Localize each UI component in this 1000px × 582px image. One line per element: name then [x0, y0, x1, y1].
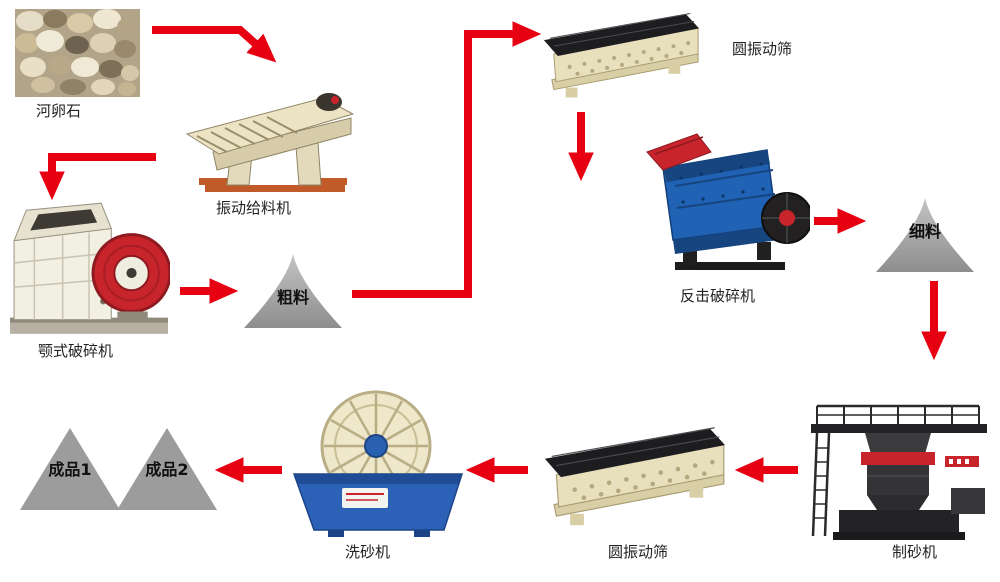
jaw-crusher [8, 198, 170, 338]
vibrating-screen-bottom-image [544, 427, 725, 526]
product2-image [117, 428, 217, 510]
sand-washer [288, 388, 468, 538]
product2-triangle [117, 428, 217, 510]
vibrating-screen-bottom [538, 422, 733, 531]
vibrating-feeder [183, 82, 363, 197]
product1-image [20, 428, 120, 510]
pebbles-image [15, 9, 140, 97]
label-product2: 成品2 [145, 460, 189, 479]
label-coarse: 粗料 [276, 288, 309, 307]
sand-maker-image [811, 404, 987, 540]
coarse-material-cone [240, 252, 346, 330]
vibrating-screen-top-image [543, 13, 700, 98]
coarse-cone-image [244, 254, 342, 328]
vibrating-screen-top [538, 8, 706, 103]
label-screen-bottom: 圆振动筛 [608, 543, 669, 561]
pebbles-photo [15, 8, 140, 98]
fine-cone-image [876, 198, 974, 272]
label-fine: 细料 [908, 222, 941, 241]
arrow-coarse-to-screen-top [352, 21, 542, 298]
sand-washer-image [292, 390, 464, 537]
label-sand-maker: 制砂机 [892, 543, 938, 561]
jaw-crusher-image [10, 202, 170, 334]
vibrating-feeder-image [185, 93, 355, 192]
impact-crusher-image [646, 133, 810, 270]
label-feeder: 振动给料机 [216, 199, 292, 217]
arrow-feeder-to-jaw-crusher [39, 153, 156, 201]
impact-crusher [645, 122, 810, 282]
sand-maker [803, 396, 993, 544]
label-pebbles: 河卵石 [36, 102, 82, 120]
arrow-pebbles-to-feeder [152, 26, 277, 63]
product1-triangle [20, 428, 120, 510]
label-jaw-crusher: 颚式破碎机 [38, 342, 114, 360]
label-impact-crusher: 反击破碎机 [680, 287, 756, 305]
label-screen-top: 圆振动筛 [732, 40, 793, 58]
label-sand-washer: 洗砂机 [345, 543, 391, 561]
label-product1: 成品1 [48, 460, 92, 479]
fine-material-cone [872, 196, 978, 274]
